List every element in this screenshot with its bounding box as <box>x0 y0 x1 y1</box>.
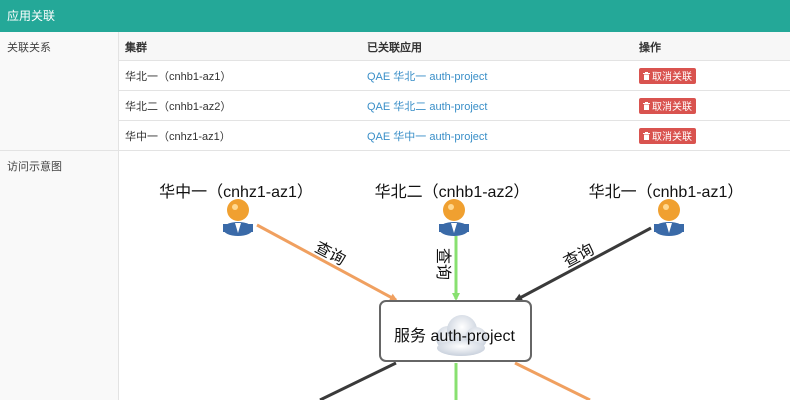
table-header: 集群 已关联应用 操作 <box>119 32 790 61</box>
table-row: 华北二（cnhb1-az2） QAE 华北二 auth-project 取消关联 <box>119 91 790 121</box>
edge-label-query: 查询 <box>434 248 451 281</box>
association-label: 关联关系 <box>0 32 119 151</box>
access-diagram: 华中一（cnhz1-az1） 华北二（cnhb1-az2） 华北一（cnhb1-… <box>120 152 790 400</box>
trash-icon <box>643 101 650 110</box>
user-icon <box>223 199 253 236</box>
cluster-cell: 华北二（cnhb1-az2） <box>125 100 232 113</box>
node-label-hb1: 华北一（cnhb1-az1） <box>588 184 744 201</box>
association-table: 集群 已关联应用 操作 华北一（cnhb1-az1） QAE 华北一 auth-… <box>119 32 790 151</box>
diagram-label: 访问示意图 <box>0 151 119 400</box>
node-label-hz1: 华中一（cnhz1-az1） <box>159 184 313 201</box>
user-icon <box>654 199 684 236</box>
cluster-cell: 华北一（cnhb1-az1） <box>125 70 232 83</box>
cluster-cell: 华中一（cnhz1-az1） <box>125 130 231 143</box>
edge-hb1-to-service <box>514 226 652 302</box>
table-row: 华中一（cnhz1-az1） QAE 华中一 auth-project 取消关联 <box>119 121 790 151</box>
node-label-hb2: 华北二（cnhb1-az2） <box>374 184 530 201</box>
app-link[interactable]: QAE 华中一 auth-project <box>367 130 488 143</box>
cancel-label: 取消关联 <box>652 102 692 113</box>
cloud-icon <box>436 315 487 356</box>
trash-icon <box>643 131 650 140</box>
app-link[interactable]: QAE 华北一 auth-project <box>367 70 488 83</box>
user-icon <box>439 199 469 236</box>
cancel-association-button[interactable]: 取消关联 <box>639 127 696 144</box>
panel-title: 应用关联 <box>0 0 790 32</box>
trash-icon <box>643 71 650 80</box>
header-app: 已关联应用 <box>367 42 422 54</box>
cancel-association-button[interactable]: 取消关联 <box>639 97 696 114</box>
header-cluster: 集群 <box>125 42 147 54</box>
cancel-association-button[interactable]: 取消关联 <box>639 67 696 84</box>
service-node: 服务 auth-project <box>379 300 532 362</box>
cancel-label: 取消关联 <box>652 132 692 143</box>
edge-service-down-left <box>319 361 397 400</box>
diagram-edges <box>256 223 652 400</box>
cancel-label: 取消关联 <box>652 72 692 83</box>
edge-service-down-right <box>514 361 591 400</box>
header-action: 操作 <box>639 42 661 54</box>
app-link[interactable]: QAE 华北二 auth-project <box>367 100 488 113</box>
table-row: 华北一（cnhb1-az1） QAE 华北一 auth-project 取消关联 <box>119 61 790 91</box>
edge-hz1-to-service <box>256 223 398 302</box>
service-label: 服务 auth-project <box>394 328 515 345</box>
